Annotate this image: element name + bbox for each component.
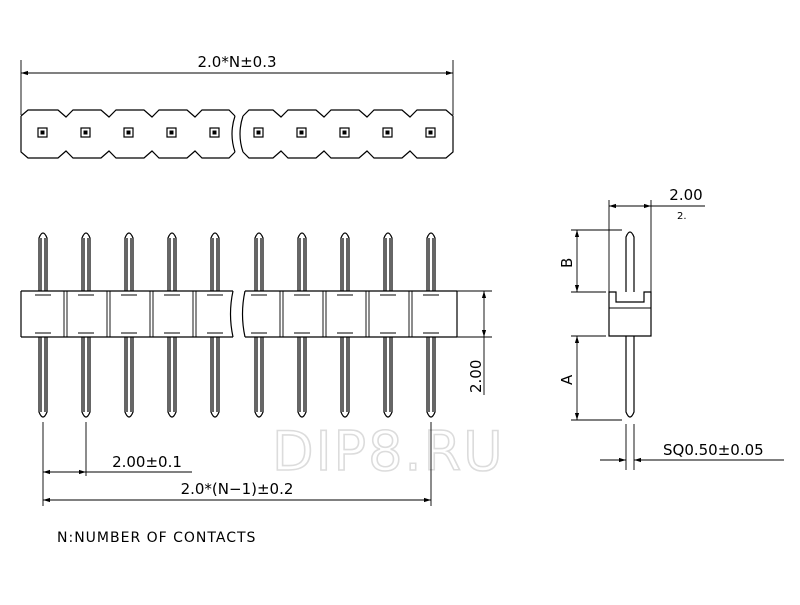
side-width-label: 2.00 [669,186,702,204]
front-view: 2.00 2.00±0.1 2.0*(N−1)±0.2 [20,232,492,506]
top-strip-left [20,109,236,159]
pitch-label: 2.00±0.1 [112,453,182,471]
pin-square-label: SQ0.50±0.05 [663,441,764,459]
side-view: 2.00 2. B A SQ0.50±0.05 [558,186,784,470]
watermark-text: DIP8.RU [272,420,505,483]
top-strip-right [242,109,454,159]
top-view: 2.0*N±0.3 [20,53,454,159]
total-width-label: 2.0*N±0.3 [198,53,277,71]
top-break-left [231,115,236,153]
front-pins [38,232,436,418]
span-label: 2.0*(N−1)±0.2 [181,480,294,498]
side-width-small-label: 2. [677,211,687,222]
note-text: N:NUMBER OF CONTACTS [57,530,256,546]
b-label: B [558,258,576,268]
side-pin-upper [625,231,635,292]
side-housing [608,291,652,337]
a-label: A [558,374,576,385]
top-break-right [239,115,244,153]
body-height-label: 2.00 [467,360,485,393]
side-pin-lower [625,336,635,418]
top-holes [37,127,436,138]
front-housing [20,290,458,338]
